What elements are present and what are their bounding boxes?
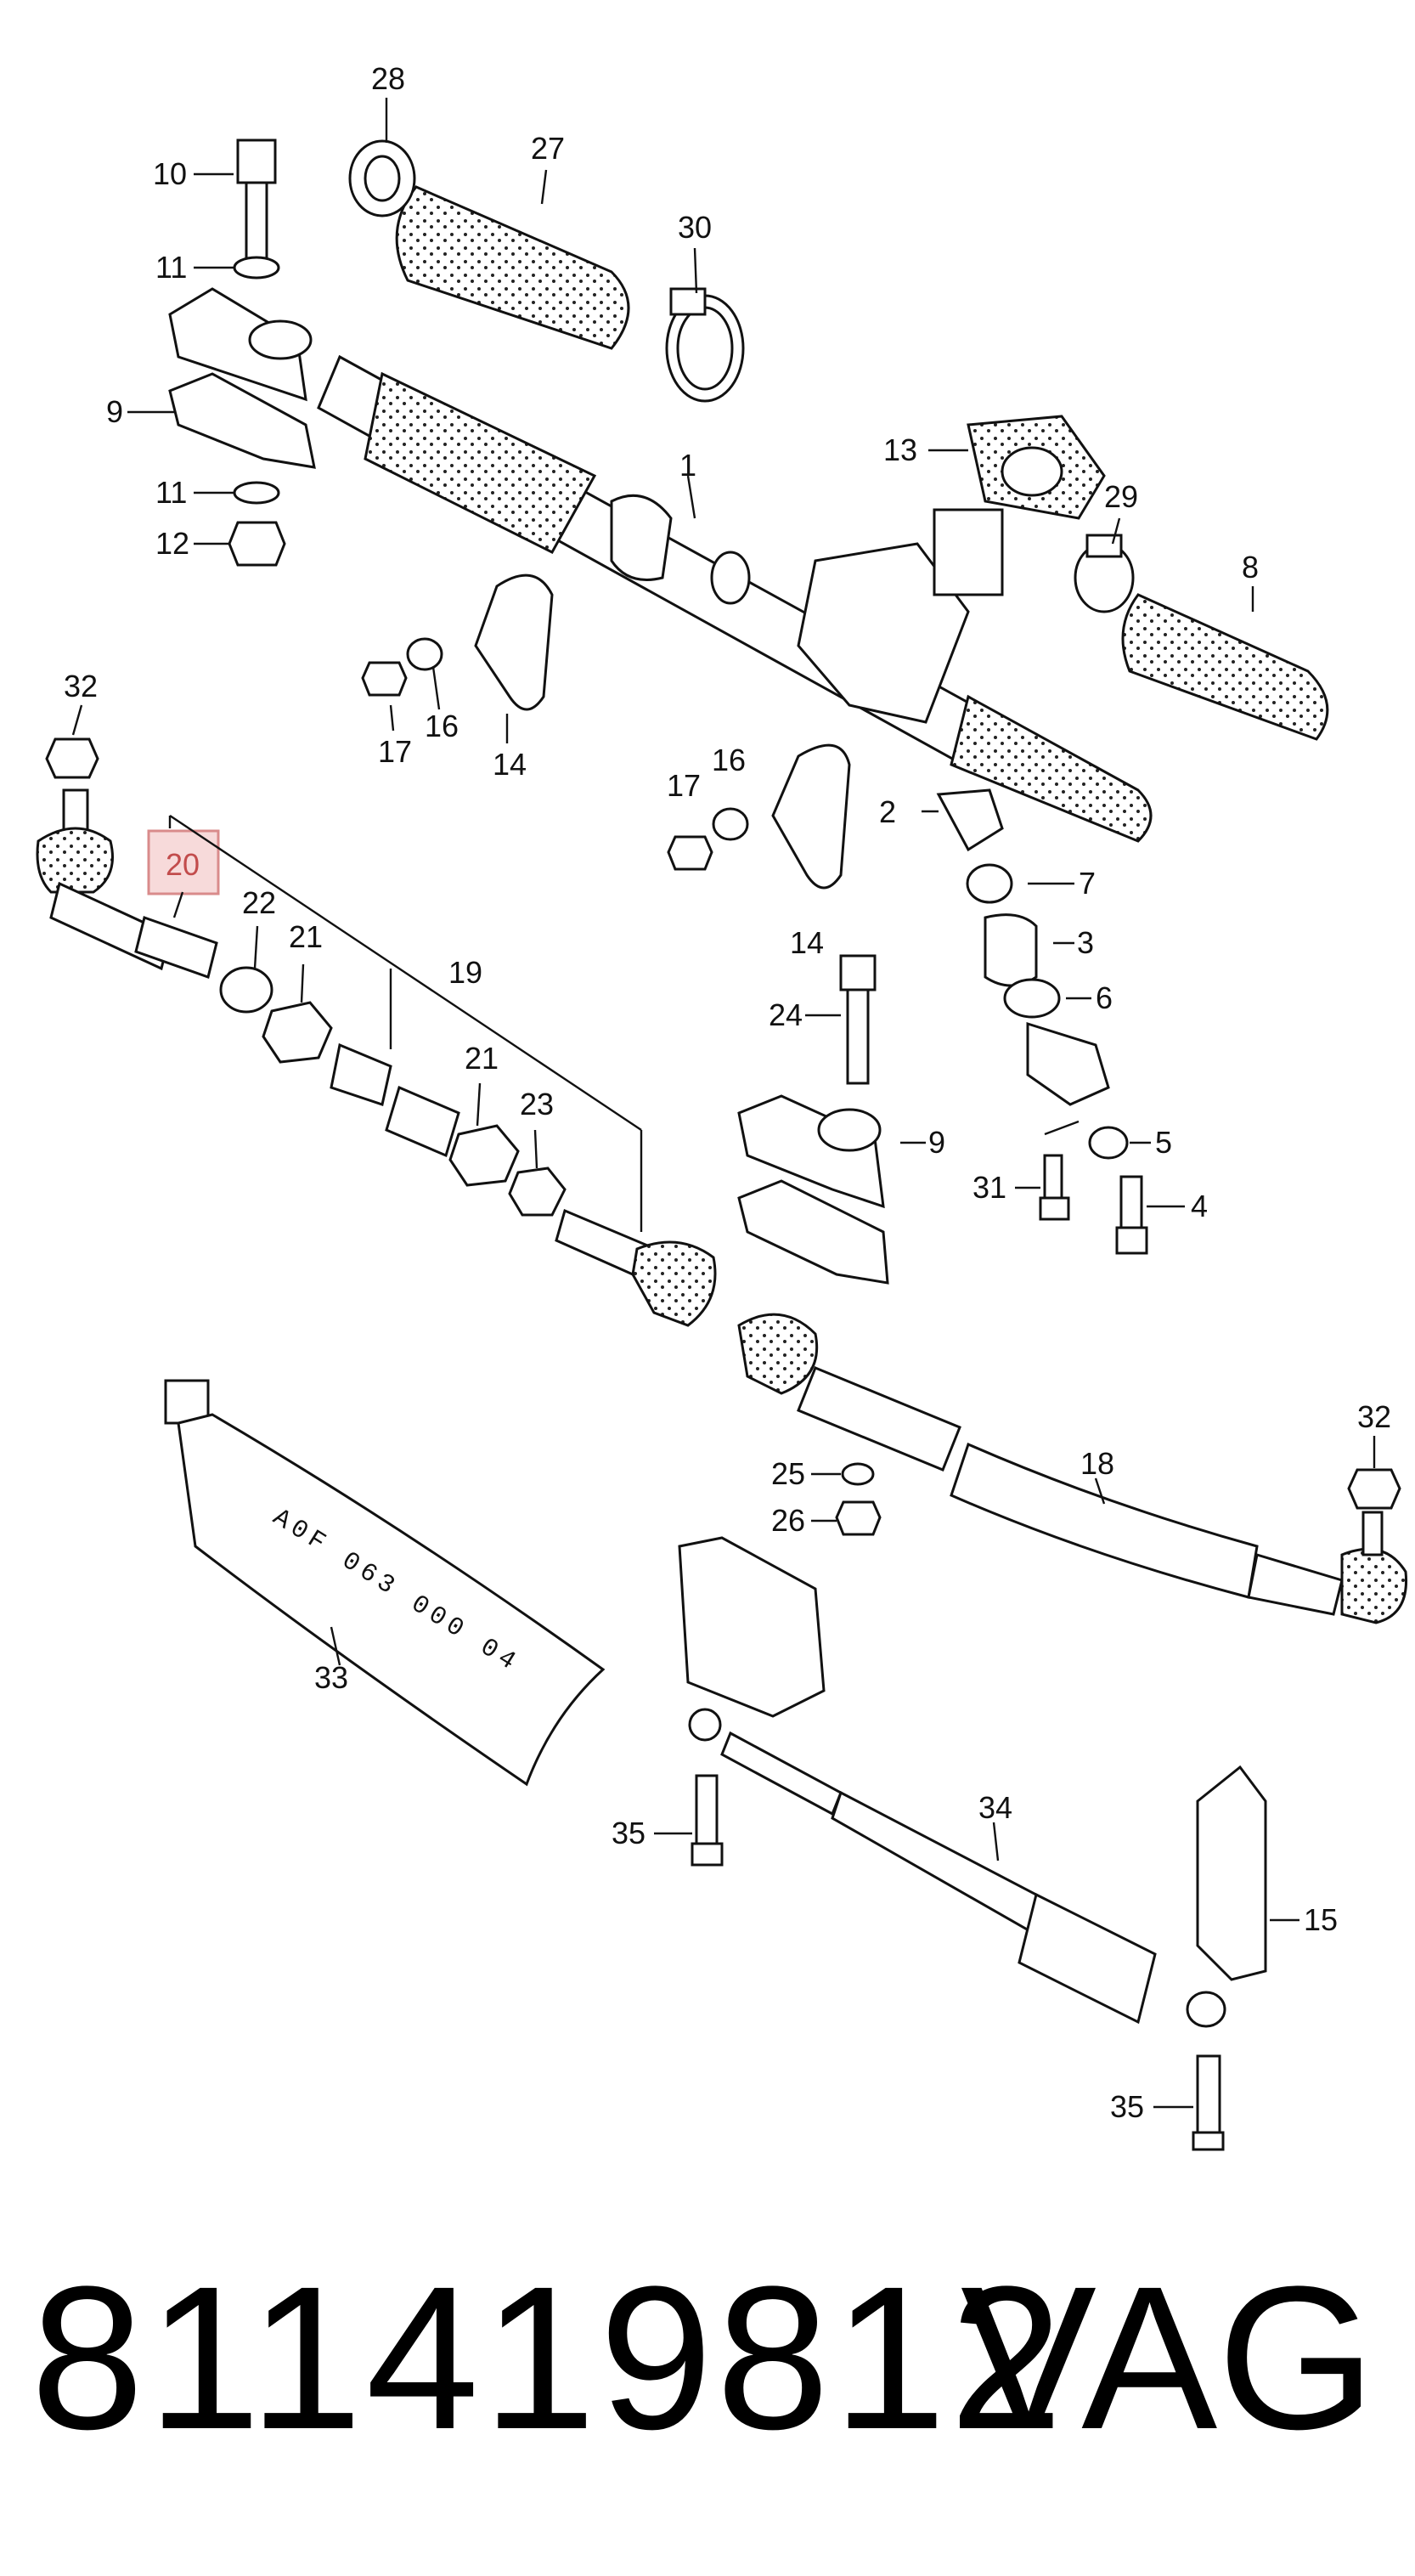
bolt-4 (1115, 1175, 1148, 1255)
callout-1: 1 (679, 448, 696, 483)
nut-22 (219, 966, 273, 1014)
callout-23: 23 (520, 1087, 554, 1121)
nut-32-right (1347, 1468, 1401, 1510)
nut-21-left (262, 1001, 333, 1064)
sleeve-19b (385, 1085, 460, 1158)
grease-tube-33: A0F 063 000 04 (164, 1379, 606, 1787)
callout-18: 18 (1080, 1446, 1114, 1481)
callout-8: 8 (1242, 550, 1259, 585)
callout-22: 22 (242, 885, 276, 920)
callout-9-right: 9 (928, 1125, 945, 1160)
washer-16-upper (406, 637, 443, 671)
cover-plate (1026, 1021, 1110, 1106)
bolt-31 (1039, 1154, 1070, 1221)
steering-damper-34 (688, 1708, 1226, 2028)
callout-25: 25 (771, 1456, 805, 1491)
sleeve-19a (330, 1042, 392, 1106)
ring-28 (348, 139, 416, 217)
callout-13: 13 (883, 432, 917, 467)
callout-17-lower: 17 (667, 768, 701, 803)
callout-32-right: 32 (1357, 1399, 1391, 1434)
callout-17-upper: 17 (378, 734, 412, 769)
callout-28: 28 (371, 61, 405, 96)
bolt-35-upper (691, 1774, 724, 1867)
callout-12: 12 (155, 526, 189, 561)
steering-parts-diagram: A0F 063 000 04 (36, 61, 1408, 2151)
part-number: 811419812 (31, 2244, 1067, 2471)
callout-27: 27 (531, 131, 565, 166)
callout-16-upper: 16 (425, 709, 459, 743)
rack-boot-outer (950, 694, 1153, 843)
brand-name: VAG (960, 2244, 1376, 2471)
callout-30: 30 (678, 210, 712, 245)
callout-labels: 1 2 3 4 5 6 7 8 9 9 10 11 11 12 13 14 14… (64, 61, 1391, 2124)
flange-13 (967, 415, 1106, 520)
nut-17-upper (361, 661, 408, 697)
clamp-14-upper (474, 573, 554, 711)
callout-21-left: 21 (289, 919, 323, 954)
washer-25 (841, 1462, 875, 1486)
callout-34: 34 (978, 1790, 1012, 1825)
callout-32-left: 32 (64, 669, 98, 703)
callout-33: 33 (314, 1660, 348, 1695)
nut-17-lower (667, 835, 713, 871)
callout-14-upper: 14 (493, 747, 527, 782)
clamp-30 (665, 287, 745, 403)
nut-12 (228, 521, 286, 567)
callout-26: 26 (771, 1503, 805, 1538)
callout-7: 7 (1079, 866, 1096, 901)
bracket-9-right (737, 1094, 889, 1285)
clamp-14-lower (771, 743, 851, 890)
sleeve-8 (1121, 593, 1329, 741)
nut-26 (835, 1500, 882, 1536)
bolt-10 (236, 138, 277, 261)
cap-5 (1088, 1126, 1129, 1160)
washer-16-lower (712, 807, 749, 841)
o-ring-6 (1003, 978, 1061, 1019)
callout-15: 15 (1304, 1902, 1338, 1937)
callout-2: 2 (879, 794, 896, 829)
callout-21-right: 21 (465, 1041, 499, 1076)
callout-29: 29 (1104, 479, 1138, 514)
washer-11-lower (233, 481, 280, 505)
tie-rod-inner-end (555, 1208, 717, 1327)
callout-11-lower: 11 (155, 475, 187, 510)
callout-3: 3 (1077, 925, 1094, 960)
disc-7 (966, 863, 1013, 904)
clamp-29 (1074, 534, 1135, 613)
callout-35-upper: 35 (612, 1816, 645, 1850)
callout-16-lower: 16 (712, 743, 746, 777)
highlight-box-20 (147, 829, 220, 895)
callout-9-left: 9 (106, 394, 123, 429)
nut-32-left (45, 737, 99, 779)
callout-5: 5 (1155, 1125, 1172, 1160)
callout-10: 10 (153, 156, 187, 191)
bracket-15 (1196, 1765, 1267, 1981)
washer-11-upper (233, 256, 280, 280)
bracket-9-left (168, 287, 316, 469)
callout-14-lower: 14 (790, 925, 824, 960)
rack-boot-inner (364, 371, 597, 554)
damper-bracket (678, 1536, 826, 1718)
callout-leaders (71, 98, 1376, 2109)
nut-21-right (448, 1124, 520, 1187)
callout-31: 31 (972, 1170, 1006, 1205)
callout-11-upper: 11 (155, 250, 187, 285)
bolt-24 (839, 954, 877, 1085)
spring-3 (984, 913, 1038, 987)
nut-23 (508, 1167, 567, 1217)
tie-rod-end-20 (36, 788, 172, 971)
callout-24: 24 (769, 997, 803, 1032)
track-rod-18 (737, 1313, 1408, 1624)
callout-6: 6 (1096, 980, 1113, 1015)
callout-4: 4 (1191, 1189, 1208, 1223)
threaded-end (134, 916, 218, 979)
callout-19: 19 (448, 955, 482, 990)
boot-27 (395, 185, 630, 350)
callout-20: 20 (166, 847, 200, 882)
bolt-35-lower (1192, 2054, 1225, 2151)
callout-35-lower: 35 (1110, 2089, 1144, 2124)
pressure-pad-2 (936, 788, 1004, 852)
